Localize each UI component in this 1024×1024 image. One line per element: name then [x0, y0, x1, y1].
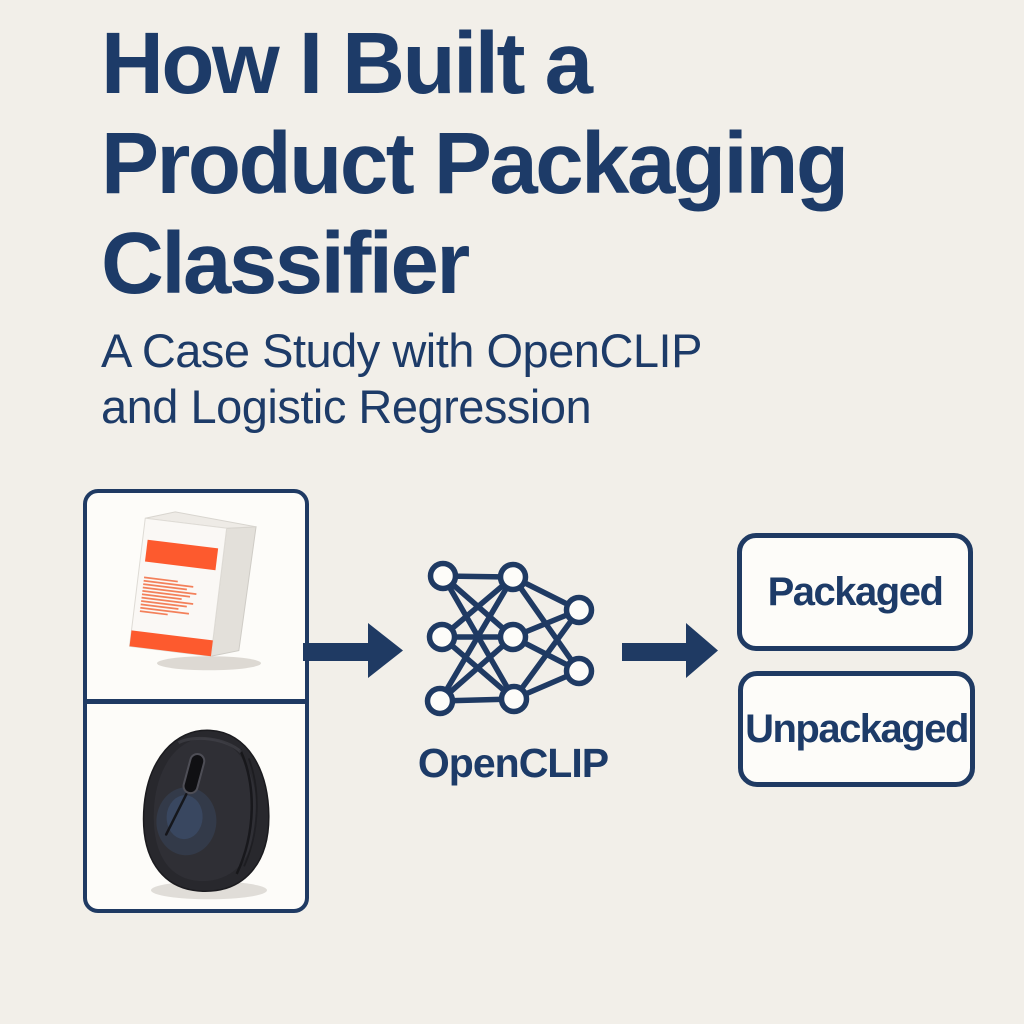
mouse-scroll-wheel-group [164, 752, 206, 836]
mouse-button-seam [164, 792, 188, 836]
box-top-band [144, 539, 219, 571]
mouse-blue-sheen-outer [156, 786, 217, 855]
output-label-unpackaged: Unpackaged [738, 671, 975, 787]
computer-mouse-illustration [142, 729, 270, 899]
right-arrow-icon [303, 623, 403, 678]
page-title: How I Built a Product Packaging Classifi… [101, 15, 849, 312]
output-label-packaged: Packaged [737, 533, 973, 651]
mouse-side-crease-1 [235, 748, 253, 874]
output-label-unpackaged-text: Unpackaged [745, 706, 969, 751]
input-cell-unpackaged [87, 704, 305, 910]
scroll-wheel-icon [182, 752, 206, 794]
input-examples-panel [83, 489, 309, 913]
right-arrow-icon [622, 623, 718, 678]
mouse-body-highlight [153, 737, 257, 881]
product-box-3d [128, 511, 257, 657]
mouse-side-crease-2 [243, 757, 258, 867]
box-bottom-band [129, 630, 213, 657]
mouse-blue-sheen-inner [166, 794, 203, 839]
mouse-body-group [142, 729, 270, 892]
nn-nodes [424, 560, 595, 717]
page-subtitle: A Case Study with OpenCLIP and Logistic … [101, 324, 702, 433]
mouse-top-sheen [177, 736, 243, 753]
box-fine-print-lines [139, 576, 197, 616]
boxed-product-illustration [128, 511, 261, 671]
model-label: OpenCLIP [417, 740, 609, 786]
box-shadow [157, 656, 261, 671]
neural-network-icon [424, 560, 595, 717]
input-cell-packaged [87, 493, 305, 699]
panel-divider [87, 698, 305, 704]
output-label-packaged-text: Packaged [767, 569, 944, 614]
